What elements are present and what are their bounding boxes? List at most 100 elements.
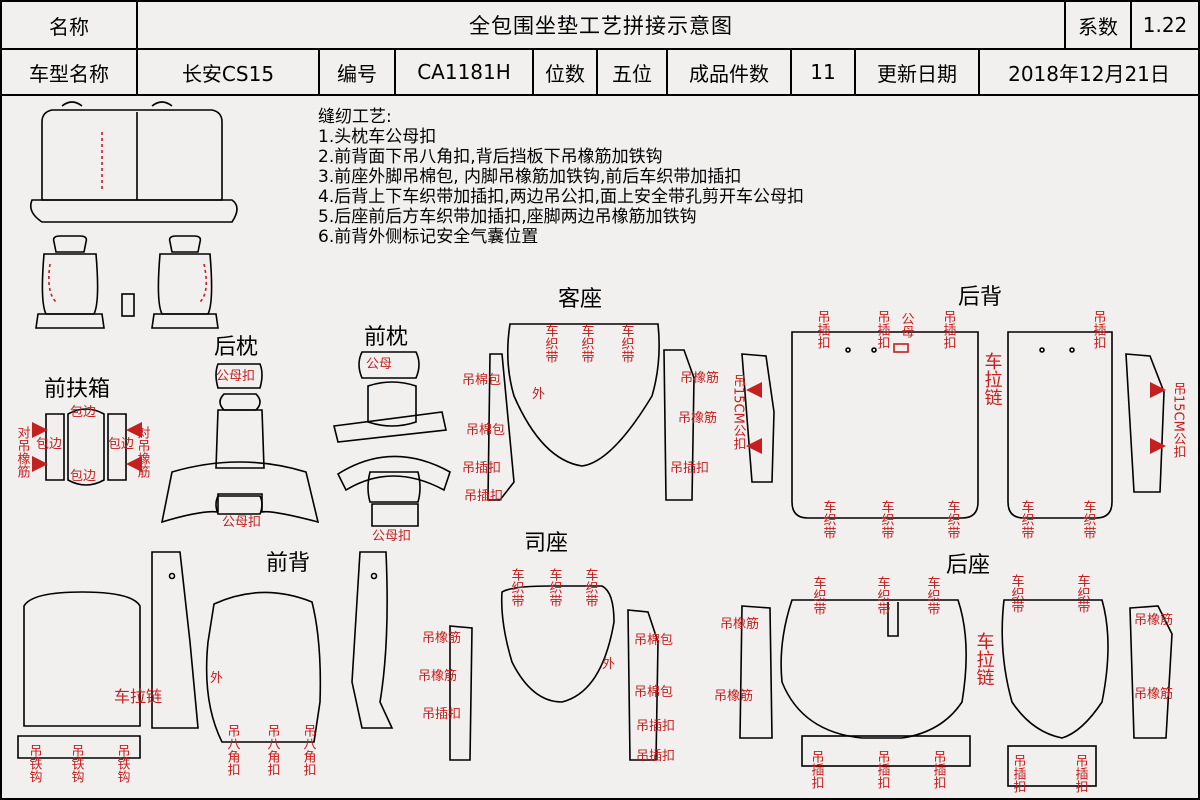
label-diao-cha-kou: 吊插扣 [875,310,891,349]
section-title-driver-seat: 司座 [524,531,568,556]
label-diao-tie-gou: 吊铁钩 [27,744,43,783]
front-back-pieces [17,551,394,759]
sewing-process-title: 缝纫工艺: [318,107,392,127]
code-value: CA1181H [396,50,534,96]
label-bao-bian: 包边 [70,469,96,484]
diagram-title: 全包围坐垫工艺拼接示意图 [138,2,1066,50]
label-che-zhi-dai: 车织带 [875,575,891,615]
label-diao-cha-kou: 吊插扣 [462,461,501,476]
label-bao-bian: 包边 [70,405,96,420]
driver-seat-pieces [449,585,659,761]
model-value: 长安CS15 [138,50,320,96]
label-diao-cha-kou: 吊插扣 [809,750,825,789]
label-che-zhi-dai: 车织带 [1075,573,1091,613]
section-title-passenger-seat: 客座 [558,287,602,312]
label-che-zhi-dai: 车织带 [547,567,563,607]
sewing-process: 缝纫工艺: 1.头枕车公母扣 2.前背面下吊八角扣,背后挡板下吊橡筋加铁钩 3.… [318,107,804,247]
label-diao-tie-gou: 吊铁钩 [115,744,131,783]
label-gong-mu: 公母 [899,312,915,338]
section-title-front-back: 前背 [266,551,310,576]
label-wai: 外 [210,671,223,686]
label-diao-cha-kou: 吊插扣 [636,719,675,734]
code-label: 编号 [320,50,396,96]
label-gong-mu: 公母 [366,357,392,372]
sewing-step: 2.前背面下吊八角扣,背后挡板下吊橡筋加铁钩 [318,147,663,167]
label-che-zhi-dai: 车织带 [945,499,961,539]
front-seats-preview [35,235,219,329]
label-diao-mian-bao: 吊棉包 [634,685,673,700]
label-bao-bian: 包边 [36,437,62,452]
label-gong-mu-kou: 公母扣 [222,515,261,530]
sewing-step: 3.前座外脚吊棉包, 内脚吊橡筋加铁钩,前后车织带加插扣 [318,167,742,187]
label-gong-mu-kou: 公母扣 [216,369,255,384]
coef-value: 1.22 [1132,2,1198,50]
label-che-zhi-dai: 车织带 [579,323,595,363]
date-value: 2018年12月21日 [980,50,1198,96]
label-che-zhi-dai: 车织带 [1019,499,1035,539]
header-table: 名称 全包围坐垫工艺拼接示意图 系数 1.22 车型名称 长安CS15 编号 C… [2,2,1198,96]
label-wai: 外 [602,657,615,672]
rear-headrest-pieces [160,363,320,524]
date-label: 更新日期 [856,50,980,96]
rear-back-pieces [741,331,1165,519]
label-diao-cha-kou: 吊插扣 [636,749,675,764]
label-diao-ba-jiao-kou: 吊八角扣 [301,724,317,776]
label-diao-mian-bao: 吊棉包 [462,373,501,388]
label-bao-bian: 包边 [108,437,134,452]
passenger-seat-pieces [487,323,695,501]
label-che-la-lian: 车拉链 [982,352,1003,406]
label-diao-tie-gou: 吊铁钩 [69,744,85,783]
label-che-la-lian: 车拉链 [114,687,162,706]
sewing-step: 6.前背外侧标记安全气囊位置 [318,227,539,247]
label-diao-cha-kou: 吊插扣 [875,750,891,789]
label-che-zhi-dai: 车织带 [1081,499,1097,539]
front-headrest-pieces [333,351,451,527]
label-diao-cha-kou: 吊插扣 [1091,310,1107,349]
label-diao-cha-kou: 吊插扣 [1011,754,1027,793]
label-diao-xiang-jin: 吊橡筋 [680,370,719,386]
sewing-step: 4.后背上下车织带加插扣,两边吊公扣,面上安全带孔剪开车公母扣 [318,187,805,207]
rear-seat-preview [29,101,238,223]
label-che-zhi-dai: 车织带 [811,575,827,615]
name-label: 名称 [2,2,138,50]
rear-seat-pieces [739,599,1173,787]
label-diao-cha-kou: 吊插扣 [422,707,461,722]
label-che-zhi-dai: 车织带 [509,567,525,607]
label-diao-15cm-gong-kou: 吊15CM公扣 [1171,382,1187,458]
label-diao-15cm-gong-kou: 吊15CM公扣 [731,374,747,450]
pieces-label: 成品件数 [668,50,792,96]
coef-label: 系数 [1066,2,1132,50]
section-title-rear-back: 后背 [958,285,1002,310]
section-title-front-armrest: 前扶箱 [44,377,110,402]
label-wai: 外 [532,387,545,402]
label-che-zhi-dai: 车织带 [619,323,635,363]
label-che-zhi-dai: 车织带 [1009,573,1025,613]
label-diao-xiang-jin: 吊橡筋 [1134,686,1173,702]
label-diao-cha-kou: 吊插扣 [1073,754,1089,793]
label-diao-cha-kou: 吊插扣 [670,461,709,476]
label-che-zhi-dai: 车织带 [925,575,941,615]
label-diao-cha-kou: 吊插扣 [931,750,947,789]
model-label: 车型名称 [2,50,138,96]
label-diao-xiang-jin: 吊橡筋 [1134,612,1173,628]
label-diao-mian-bao: 吊棉包 [466,423,505,438]
label-diao-xiang-jin: 吊橡筋 [418,668,457,684]
section-title-front-headrest: 前枕 [364,325,408,350]
label-diao-xiang-jin: 吊橡筋 [714,688,753,704]
pieces-value: 11 [792,50,856,96]
sewing-step: 1.头枕车公母扣 [318,127,437,147]
label-diao-ba-jiao-kou: 吊八角扣 [225,724,241,776]
label-diao-cha-kou: 吊插扣 [815,310,831,349]
seats-label: 位数 [534,50,598,96]
label-diao-xiang-jin: 吊橡筋 [720,616,759,632]
label-diao-cha-kou: 吊插扣 [941,310,957,349]
label-che-zhi-dai: 车织带 [583,567,599,607]
label-gong-mu-kou: 公母扣 [372,529,411,544]
label-diao-xiang-jin: 吊橡筋 [422,630,461,646]
label-che-la-lian: 车拉链 [974,632,995,686]
label-dui-diao-xiang-jin: 对吊橡筋 [135,426,151,478]
section-title-rear-seat: 后座 [946,553,990,578]
sewing-step: 5.后座前后方车织带加插扣,座脚两边吊橡筋加铁钩 [318,207,697,227]
